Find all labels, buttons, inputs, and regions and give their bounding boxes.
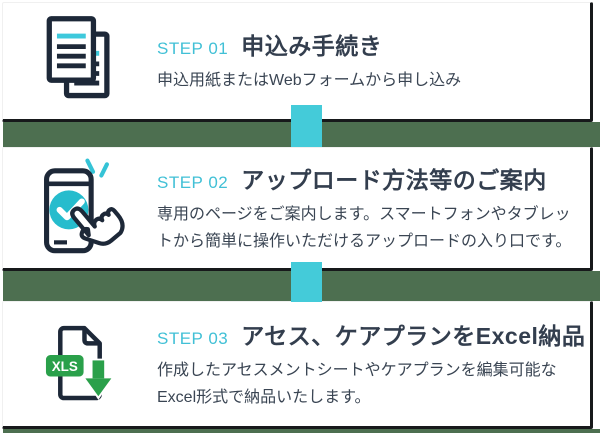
step-1-title-row: STEP 01 申込み手続き bbox=[157, 27, 572, 61]
step-2-text: STEP 02 アップロード方法等のご案内 専用のページをご案内します。スマート… bbox=[157, 161, 590, 256]
step-2-title-row: STEP 02 アップロード方法等のご案内 bbox=[157, 161, 572, 195]
step-1-text: STEP 01 申込み手続き 申込用紙またはWebフォームから申し込み bbox=[157, 27, 590, 95]
step-label: STEP 02 bbox=[157, 172, 229, 192]
step-description: 作成したアセスメントシートやケアプランを編集可能なExcel形式で納品いたします… bbox=[157, 361, 557, 406]
front-page bbox=[46, 16, 97, 83]
download-arrow-icon bbox=[82, 358, 115, 400]
background-band bbox=[3, 429, 600, 433]
step-card-2: STEP 02 アップロード方法等のご案内 専用のページをご案内します。スマート… bbox=[2, 147, 593, 271]
motion-ray bbox=[85, 158, 96, 174]
step-title: アセス、ケアプランをExcel納品 bbox=[241, 322, 586, 349]
xls-badge bbox=[45, 355, 84, 377]
smartphone-tap-icon bbox=[44, 158, 125, 254]
front-lines bbox=[56, 44, 86, 69]
step-card-1: STEP 01 申込み手続き 申込用紙またはWebフォームから申し込み bbox=[2, 2, 593, 122]
step-title: 申込み手続き bbox=[241, 33, 383, 60]
step-card-3: XLS STEP 03 アセス、ケアプランをExcel納品 作成したアセスメント… bbox=[2, 301, 593, 429]
step-3-title-row: STEP 03 アセス、ケアプランをExcel納品 bbox=[157, 317, 585, 351]
step-description: 申込用紙またはWebフォームから申し込み bbox=[157, 72, 462, 90]
xls-file-icon: XLS bbox=[45, 325, 115, 401]
step-3-icon-wrap: XLS bbox=[3, 321, 157, 407]
arrow-head bbox=[85, 378, 112, 397]
hand-outline bbox=[70, 206, 125, 246]
documents-icon bbox=[46, 16, 110, 99]
xls-badge-label: XLS bbox=[52, 359, 78, 374]
step-2-icon-wrap bbox=[3, 156, 157, 260]
flow-connector-1 bbox=[291, 105, 322, 147]
step-3-text: STEP 03 アセス、ケアプランをExcel納品 作成したアセスメントシートや… bbox=[157, 317, 600, 412]
motion-ray bbox=[99, 162, 110, 178]
step-description: 専用のページをご案内します。スマートフォンやタブレットから簡単に操作いただけるア… bbox=[157, 205, 572, 250]
flow-connector-2 bbox=[291, 262, 322, 302]
step-1-icon-wrap bbox=[3, 13, 157, 109]
step-title: アップロード方法等のご案内 bbox=[241, 166, 547, 193]
file-fold bbox=[82, 328, 100, 346]
step-label: STEP 03 bbox=[157, 328, 229, 348]
pointer-hand-icon bbox=[70, 206, 125, 246]
step-label: STEP 01 bbox=[157, 39, 229, 59]
arrow-shaft bbox=[92, 360, 105, 379]
